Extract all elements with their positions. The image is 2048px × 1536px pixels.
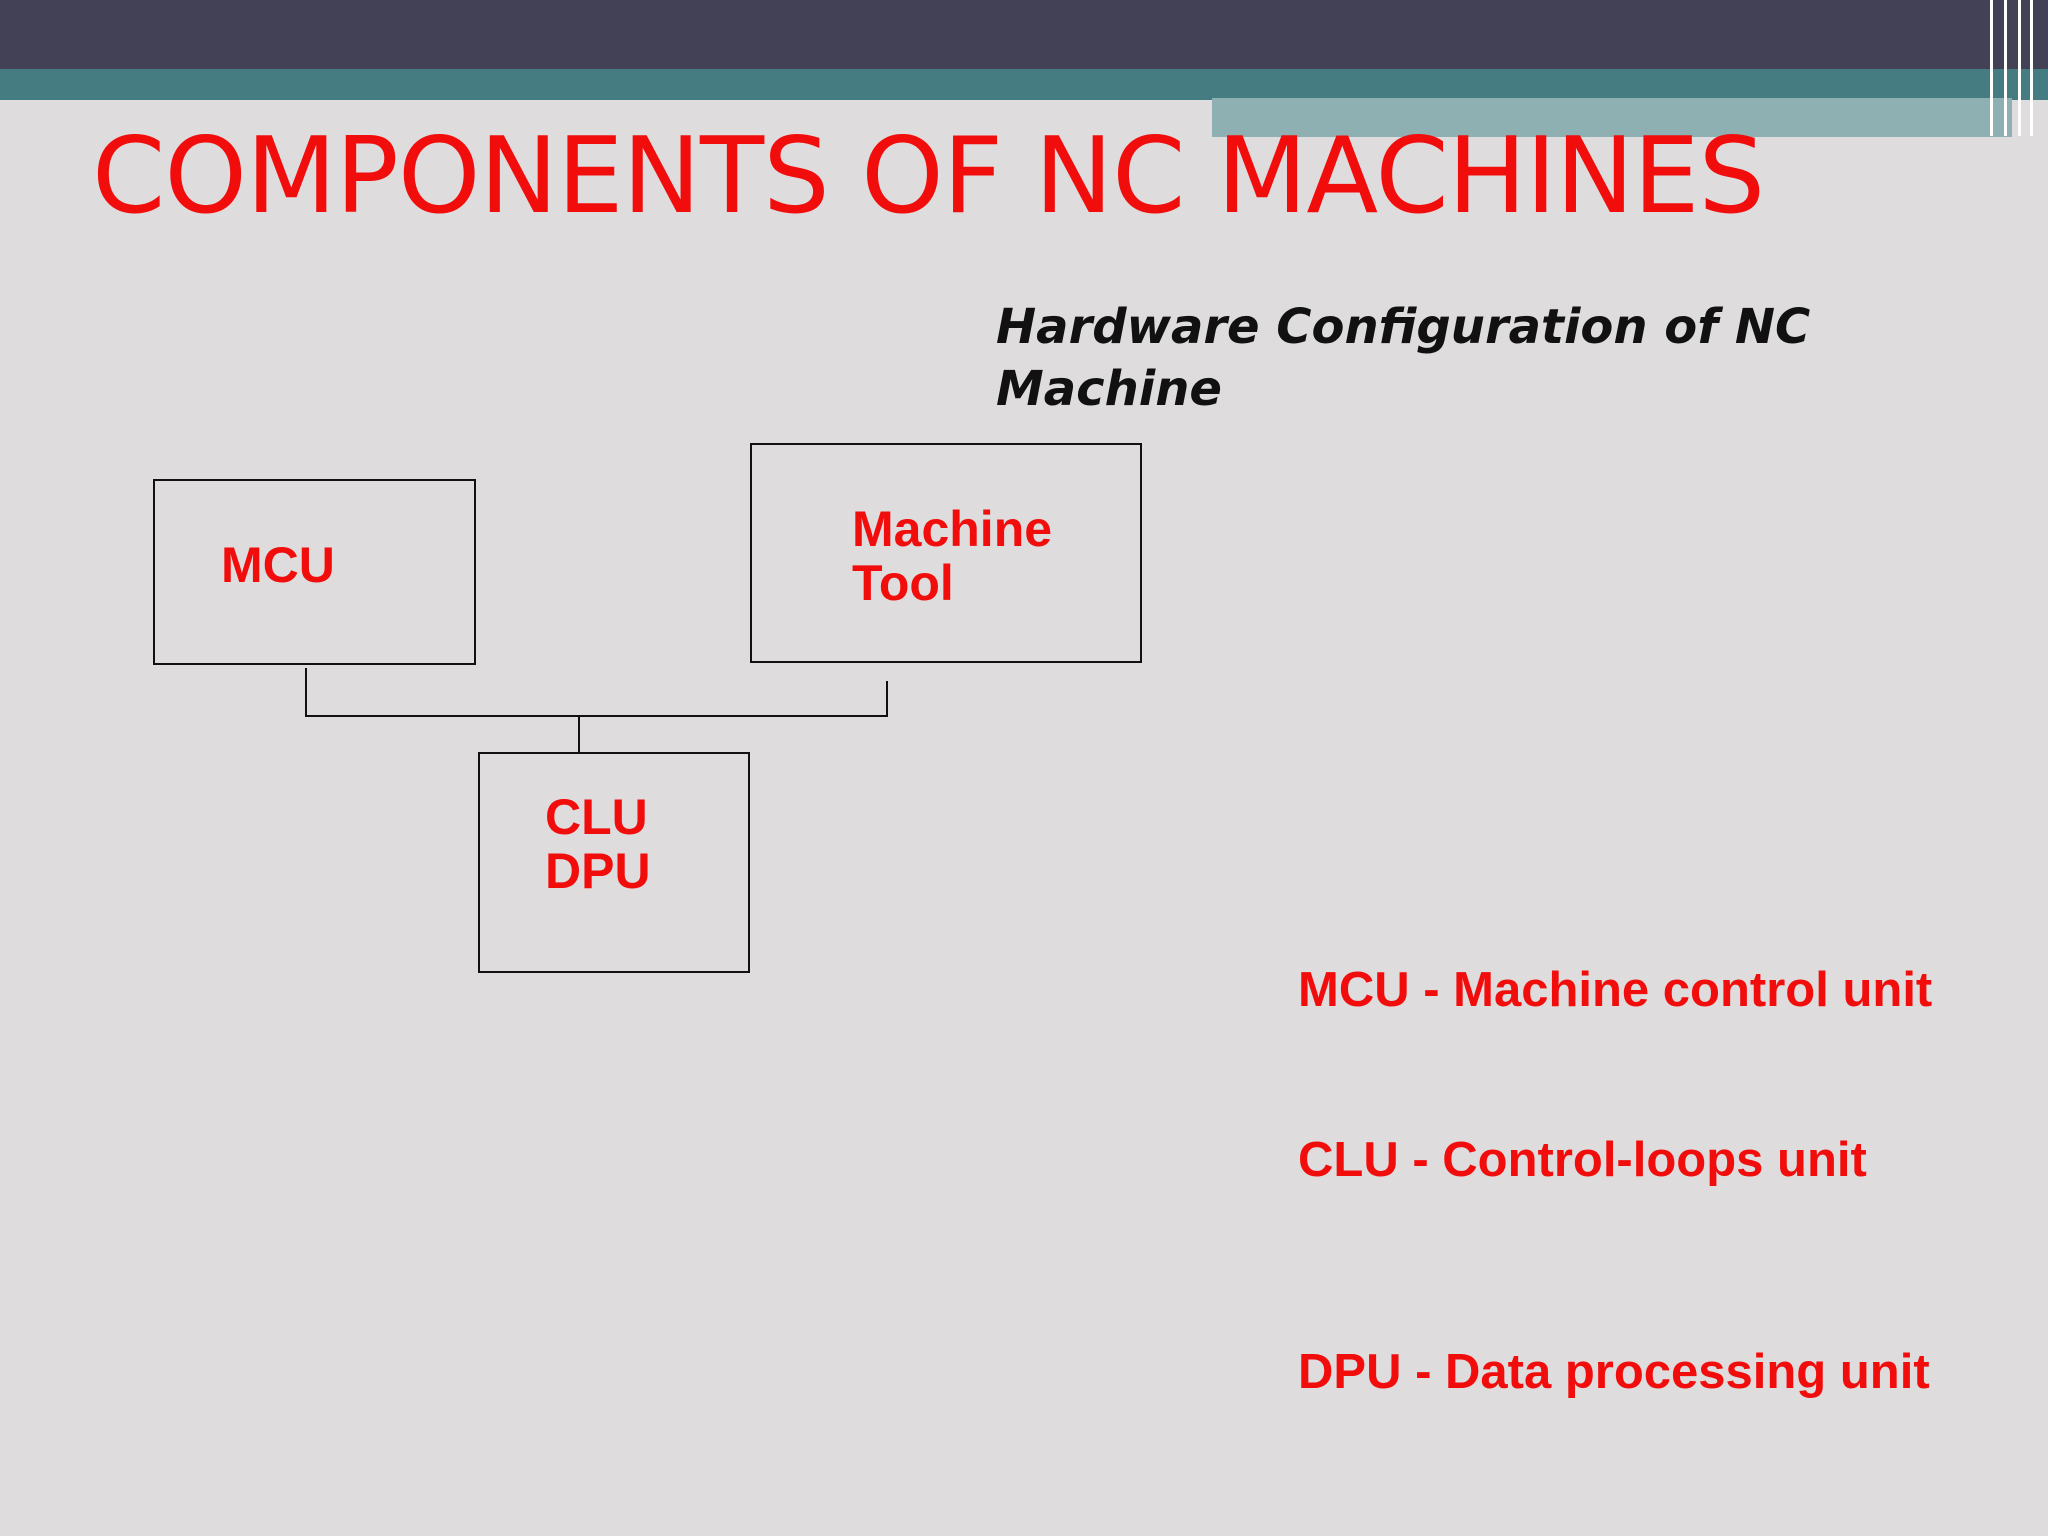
clu-dpu-box-label-line-1: CLU [545, 789, 648, 845]
clu-dpu-box [478, 752, 750, 973]
mcu-box [153, 479, 476, 665]
clu-dpu-box-label: CLU DPU [545, 790, 651, 898]
clu-dpu-connector-vertical [578, 715, 580, 752]
machine-tool-box [750, 443, 1142, 663]
machine-tool-box-label: Machine Tool [852, 502, 1052, 610]
mcu-connector-vertical [305, 668, 307, 716]
slide-title: COMPONENTS OF NC MACHINES [92, 115, 1765, 237]
top-decor-bar [0, 0, 2048, 69]
mcu-box-label: MCU [221, 538, 335, 592]
diagram-subtitle: Hardware Configuration of NC Machine [996, 299, 1811, 417]
decor-line [1990, 0, 1993, 136]
definition-dpu: DPU - Data processing unit [1298, 1345, 1930, 1399]
clu-dpu-box-label-line-2: DPU [545, 843, 651, 899]
machine-tool-box-label-line-1: Machine [852, 501, 1053, 557]
connector-horizontal [305, 715, 888, 717]
decor-line [2018, 0, 2021, 136]
decor-line [2004, 0, 2007, 136]
mcu-box-label-line: MCU [221, 537, 335, 593]
accent-strip [1212, 98, 2012, 137]
machine-tool-connector-vertical [886, 681, 888, 716]
decor-line [2030, 0, 2033, 136]
definition-clu: CLU - Control-loops unit [1298, 1133, 1867, 1187]
definition-mcu: MCU - Machine control unit [1298, 963, 1933, 1017]
machine-tool-box-label-line-2: Tool [852, 555, 954, 611]
accent-bar [0, 69, 2048, 100]
